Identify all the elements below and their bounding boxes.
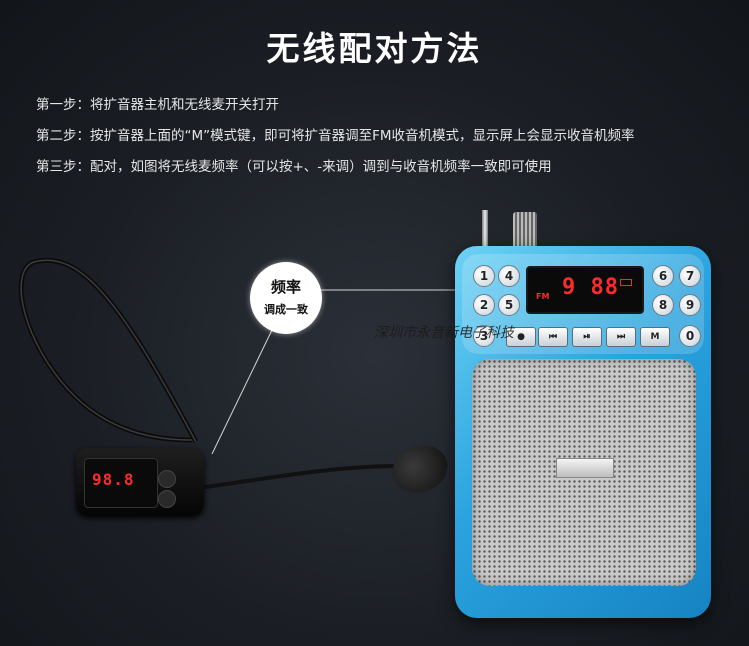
mic-plus-button[interactable]	[158, 470, 176, 488]
speaker-frequency-readout: 9 88	[562, 275, 619, 300]
watermark: 深圳市永音新电子科技	[374, 325, 514, 341]
prev-icon[interactable]: ⏮	[538, 327, 568, 347]
mic-display	[84, 458, 158, 508]
record-button[interactable]: ●	[506, 327, 536, 347]
step-1: 第一步：将扩音器主机和无线麦开关打开	[36, 97, 279, 113]
key-5[interactable]: 5	[498, 294, 520, 316]
lcd-mode-label: FM	[536, 292, 550, 301]
brand-badge	[556, 458, 614, 478]
key-8[interactable]: 8	[652, 294, 674, 316]
mic-minus-button[interactable]	[158, 490, 176, 508]
play-pause-icon[interactable]: ⏯	[572, 327, 602, 347]
volume-knob[interactable]	[513, 212, 537, 252]
frequency-callout: 频率 调成一致	[250, 262, 322, 334]
callout-line-2: 调成一致	[264, 303, 308, 316]
speaker-lcd	[526, 266, 644, 314]
step-2: 第二步：按扩音器上面的“M”模式键，即可将扩音器调至FM收音机模式，显示屏上会显…	[36, 128, 635, 144]
key-3[interactable]: 3	[473, 325, 495, 347]
key-6[interactable]: 6	[652, 265, 674, 287]
callout-line-1: 频率	[270, 278, 301, 296]
key-4[interactable]: 4	[498, 265, 520, 287]
mic-frequency-readout: 98.8	[92, 470, 135, 489]
next-icon[interactable]: ⏭	[606, 327, 636, 347]
key-2[interactable]: 2	[473, 294, 495, 316]
instruction-list: 第一步：将扩音器主机和无线麦开关打开 第二步：按扩音器上面的“M”模式键，即可将…	[36, 90, 635, 183]
key-9[interactable]: 9	[679, 294, 701, 316]
antenna-icon	[482, 210, 488, 252]
key-7[interactable]: 7	[679, 265, 701, 287]
battery-icon	[620, 279, 632, 286]
page-title: 无线配对方法	[266, 29, 483, 68]
key-0[interactable]: 0	[679, 325, 701, 347]
step-3: 第三步：配对，如图将无线麦频率（可以按+、-来调）调到与收音机频率一致即可使用	[36, 159, 552, 175]
mode-button[interactable]: M	[640, 327, 670, 347]
key-1[interactable]: 1	[473, 265, 495, 287]
